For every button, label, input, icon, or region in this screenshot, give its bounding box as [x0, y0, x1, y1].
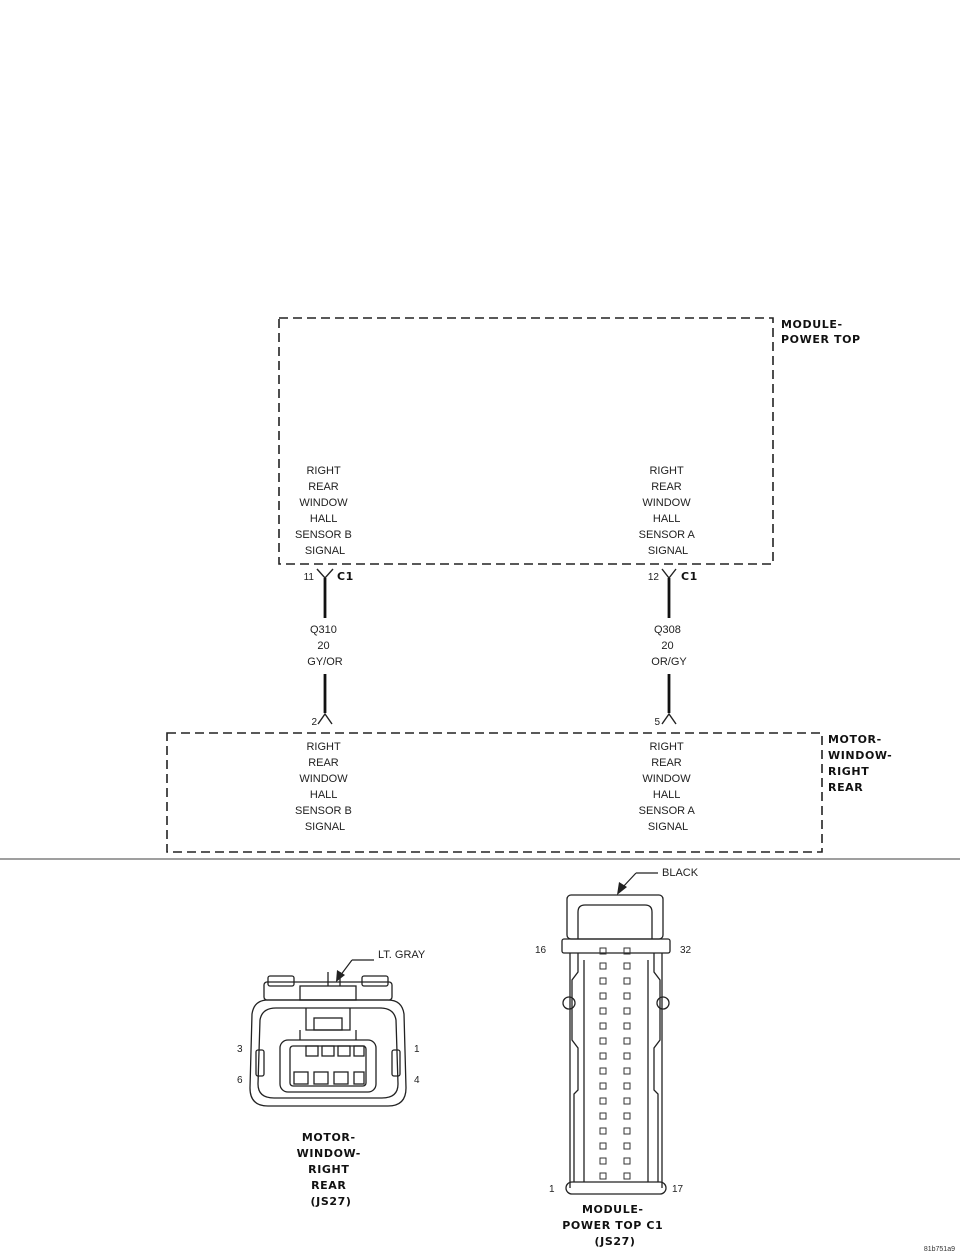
terminal-cavity [599, 992, 607, 1000]
terminal-cavity [623, 1172, 631, 1180]
module-right-pin: 12 [648, 572, 660, 583]
motor-left-signal-label: RIGHT REAR WINDOW HALL SENSOR B SIGNAL [295, 741, 355, 833]
terminal-cavity [623, 977, 631, 985]
module-connector-pin-1: 1 [549, 1184, 555, 1195]
terminal-cavity [623, 1082, 631, 1090]
terminal-cavity [599, 1097, 607, 1105]
terminal-cavity [599, 1127, 607, 1135]
terminal-cavity [599, 1007, 607, 1015]
terminal-cavity [599, 977, 607, 985]
terminal-cavity [599, 1172, 607, 1180]
wire-q310-label: Q310 20 GY/OR [307, 624, 343, 668]
motor-connector-pin-6: 6 [237, 1075, 243, 1086]
motor-right-pin: 5 [654, 717, 660, 728]
module-left-connector-id: C1 [337, 570, 354, 583]
terminal-cavity [623, 1067, 631, 1075]
motor-left-pin: 2 [311, 717, 317, 728]
terminal-cavity [623, 1157, 631, 1165]
motor-connector-pin-1: 1 [414, 1044, 420, 1055]
module-connector-pin-16: 16 [535, 945, 547, 956]
motor-connector-face-icon [249, 972, 407, 1107]
terminal-cavity [623, 962, 631, 970]
module-connector-pin-17: 17 [672, 1184, 684, 1195]
motor-connector-caption: MOTOR- WINDOW- RIGHT REAR (JS27) [297, 1131, 366, 1208]
terminal-cavity [599, 1037, 607, 1045]
wire-q308-label: Q308 20 OR/GY [651, 624, 687, 668]
motor-connector-leader-icon [339, 959, 374, 977]
terminal-cavity [599, 1157, 607, 1165]
motor-connector-color-label: LT. GRAY [378, 949, 426, 961]
motor-connector-arrow-icon [336, 970, 345, 982]
terminal-cavity [623, 1112, 631, 1120]
module-power-top-box [278, 317, 774, 565]
module-connector-leader-icon [621, 872, 658, 889]
terminal-cavity [599, 1082, 607, 1090]
module-power-top-label: MODULE- POWER TOP [781, 318, 861, 346]
motor-connector-pin-4: 4 [414, 1075, 420, 1086]
motor-connector-pin-3: 3 [237, 1044, 243, 1055]
module-connector-cavities [599, 947, 631, 1180]
figure-id: 81b751a9 [924, 1246, 955, 1253]
module-connector-arrow-icon [617, 882, 627, 895]
terminal-cavity [623, 947, 631, 955]
terminal-cavity [599, 1022, 607, 1030]
module-right-signal-label: RIGHT REAR WINDOW HALL SENSOR A SIGNAL [639, 465, 698, 557]
terminal-cavity [599, 947, 607, 955]
module-connector-pin-32: 32 [680, 945, 692, 956]
module-left-terminal-icon [316, 568, 334, 580]
module-right-terminal-icon [661, 568, 677, 580]
terminal-cavity [623, 1142, 631, 1150]
terminal-cavity [599, 1112, 607, 1120]
terminal-cavity [623, 1052, 631, 1060]
module-connector-caption: MODULE- POWER TOP C1 (JS27) [562, 1203, 667, 1248]
terminal-cavity [599, 1142, 607, 1150]
module-right-connector-id: C1 [681, 570, 698, 583]
module-connector-face-icon [561, 894, 671, 1195]
terminal-cavity [599, 962, 607, 970]
terminal-cavity [599, 1052, 607, 1060]
terminal-cavity [599, 1067, 607, 1075]
terminal-cavity [623, 1007, 631, 1015]
motor-right-terminal-icon [661, 712, 677, 725]
motor-right-signal-label: RIGHT REAR WINDOW HALL SENSOR A SIGNAL [639, 741, 698, 833]
terminal-cavity [623, 1097, 631, 1105]
module-left-pin: 11 [304, 572, 315, 583]
module-connector-color-label: BLACK [662, 867, 699, 879]
terminal-cavity [623, 992, 631, 1000]
terminal-cavity [623, 1127, 631, 1135]
terminal-cavity [623, 1037, 631, 1045]
motor-left-terminal-icon [317, 712, 333, 725]
motor-window-right-rear-box [166, 732, 823, 853]
terminal-cavity [623, 1022, 631, 1030]
module-left-signal-label: RIGHT REAR WINDOW HALL SENSOR B SIGNAL [295, 465, 355, 557]
motor-window-right-rear-label: MOTOR- WINDOW- RIGHT REAR [828, 733, 897, 794]
